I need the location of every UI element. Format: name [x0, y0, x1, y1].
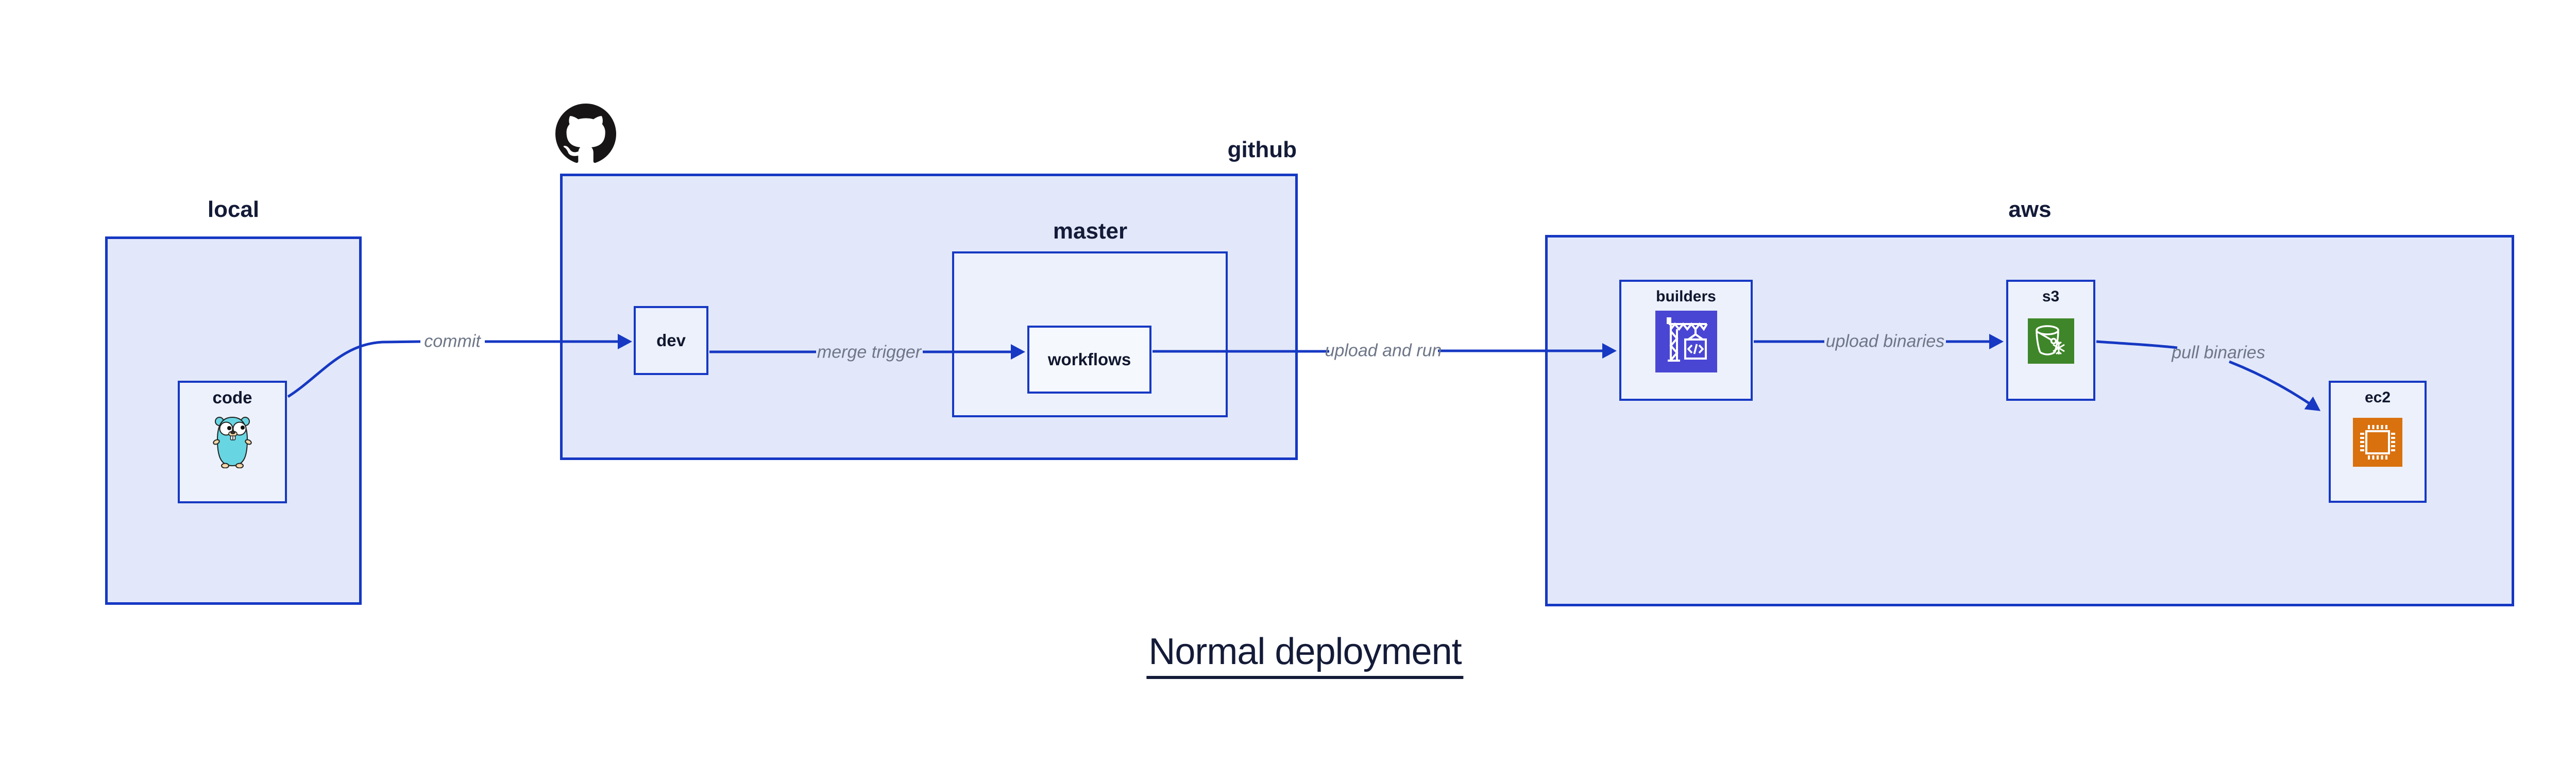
workflows-node-label: workflows: [1047, 350, 1131, 369]
ec2-chip-icon: [2353, 418, 2402, 467]
pull-binaries-edge-line-2: [2229, 360, 2321, 411]
workflows-node: workflows: [1027, 326, 1151, 394]
go-gopher-icon: [213, 416, 252, 468]
dev-node-label: dev: [656, 331, 686, 350]
builders-node-label: builders: [1656, 288, 1716, 305]
code-node-label: code: [212, 388, 252, 407]
github-group-label: github: [1227, 137, 1297, 162]
s3-node-label: s3: [2042, 288, 2060, 305]
local-group-label: local: [207, 197, 260, 222]
github-octocat-icon: [555, 104, 616, 163]
code-node: code: [178, 381, 287, 503]
diagram-title: Normal deployment: [1146, 631, 1464, 679]
aws-group-label: aws: [2008, 197, 2052, 222]
commit-edge-label: commit: [424, 331, 481, 351]
builders-node: builders: [1619, 280, 1753, 401]
upload-binaries-edge-label: upload binaries: [1825, 331, 1945, 351]
pull-binaries-edge-line: [2096, 340, 2178, 349]
upload-and-run-edge-label: upload and run: [1325, 341, 1442, 361]
master-branch-label: master: [1053, 218, 1128, 244]
pull-binaries-edge-label: pull binaries: [2172, 343, 2265, 363]
ec2-node-label: ec2: [2364, 389, 2391, 406]
commit-edge-line: [287, 340, 421, 398]
merge-trigger-edge-label: merge trigger: [817, 342, 922, 362]
ec2-node: ec2: [2329, 381, 2427, 503]
dev-node: dev: [634, 306, 708, 375]
codebuild-crane-icon: [1655, 311, 1717, 372]
s3-node: s3: [2006, 280, 2095, 401]
s3-bucket-icon: [2027, 318, 2074, 364]
